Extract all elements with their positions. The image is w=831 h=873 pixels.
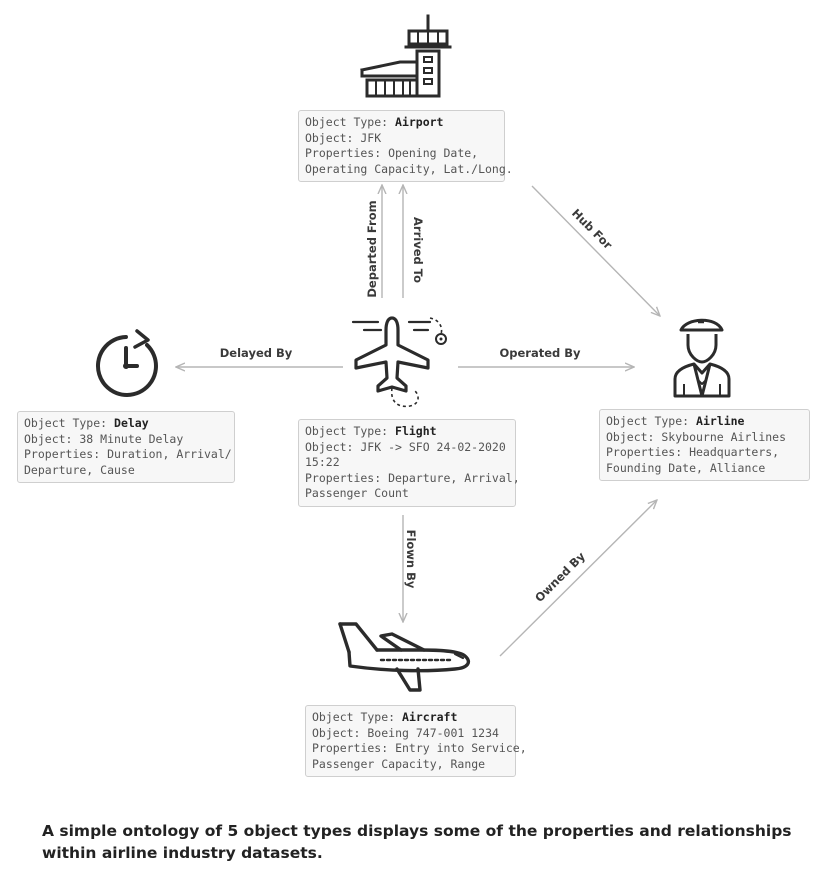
node-delay-type-line: Object Type: Delay	[24, 416, 149, 430]
node-flight-type-name: Flight	[395, 424, 437, 438]
node-airline-line: Object: Skybourne Airlines	[606, 429, 787, 444]
node-airline-line: Properties: Headquarters,	[606, 445, 780, 459]
node-flight-line: Properties: Departure, Arrival,	[305, 470, 520, 485]
node-airport-box: Object Type: Airport Object: JFK Propert…	[298, 110, 513, 182]
node-flight-line: Object: JFK -> SFO 24-02-2020	[305, 439, 506, 454]
node-flight-line: 15:22	[305, 455, 340, 469]
node-flight-type-line: Object Type: Flight	[305, 424, 437, 438]
plane-top-view-icon	[351, 316, 447, 408]
node-aircraft-type-line: Object Type: Aircraft	[312, 710, 458, 724]
node-airline-box: Object Type: Airline Object: Skybourne A…	[599, 409, 810, 481]
node-aircraft-line: Object: Boeing 747-001 1234	[312, 725, 499, 740]
node-aircraft-line: Properties: Entry into Service,	[312, 741, 527, 755]
edge-label-arrived-to: Arrived To	[411, 217, 425, 283]
node-flight-box: Object Type: Flight Object: JFK -> SFO 2…	[298, 419, 520, 507]
node-delay-line: Departure, Cause	[24, 462, 135, 477]
node-delay-type-name: Delay	[114, 416, 149, 430]
edge-label-departed-from: Departed From	[365, 200, 379, 298]
node-delay-line: Properties: Duration, Arrival/	[24, 447, 232, 461]
plane-side-view-icon	[338, 622, 471, 692]
edge-label-operated-by: Operated By	[499, 346, 581, 360]
node-airport-type-line: Object Type: Airport	[305, 115, 444, 129]
control-tower-icon	[360, 14, 452, 98]
figure-caption: A simple ontology of 5 object types disp…	[42, 822, 792, 862]
node-airline-type-name: Airline	[696, 414, 745, 428]
node-delay-box: Object Type: Delay Object: 38 Minute Del…	[17, 411, 235, 483]
node-flight-line: Passenger Count	[305, 486, 409, 500]
edge-label-delayed-by: Delayed By	[219, 346, 293, 360]
node-delay-line: Object: 38 Minute Delay	[24, 431, 184, 446]
clock-refresh-icon	[95, 329, 158, 397]
node-airport-line: Operating Capacity, Lat./Long.	[305, 161, 513, 176]
node-airport-type-name: Airport	[395, 115, 444, 129]
node-airline-type-line: Object Type: Airline	[606, 414, 745, 428]
edge-label-flown-by: Flown By	[404, 529, 418, 589]
node-aircraft-box: Object Type: Aircraft Object: Boeing 747…	[305, 705, 527, 777]
edge-owned-by	[499, 500, 657, 657]
pilot-icon	[673, 318, 731, 398]
node-airline-line: Founding Date, Alliance	[606, 460, 766, 475]
edge-hub-for	[531, 185, 660, 316]
node-airport-line: Object: JFK	[305, 130, 382, 145]
node-airport-line: Properties: Opening Date,	[305, 146, 479, 160]
node-aircraft-line: Passenger Capacity, Range	[312, 756, 486, 771]
node-aircraft-type-name: Aircraft	[402, 710, 458, 724]
